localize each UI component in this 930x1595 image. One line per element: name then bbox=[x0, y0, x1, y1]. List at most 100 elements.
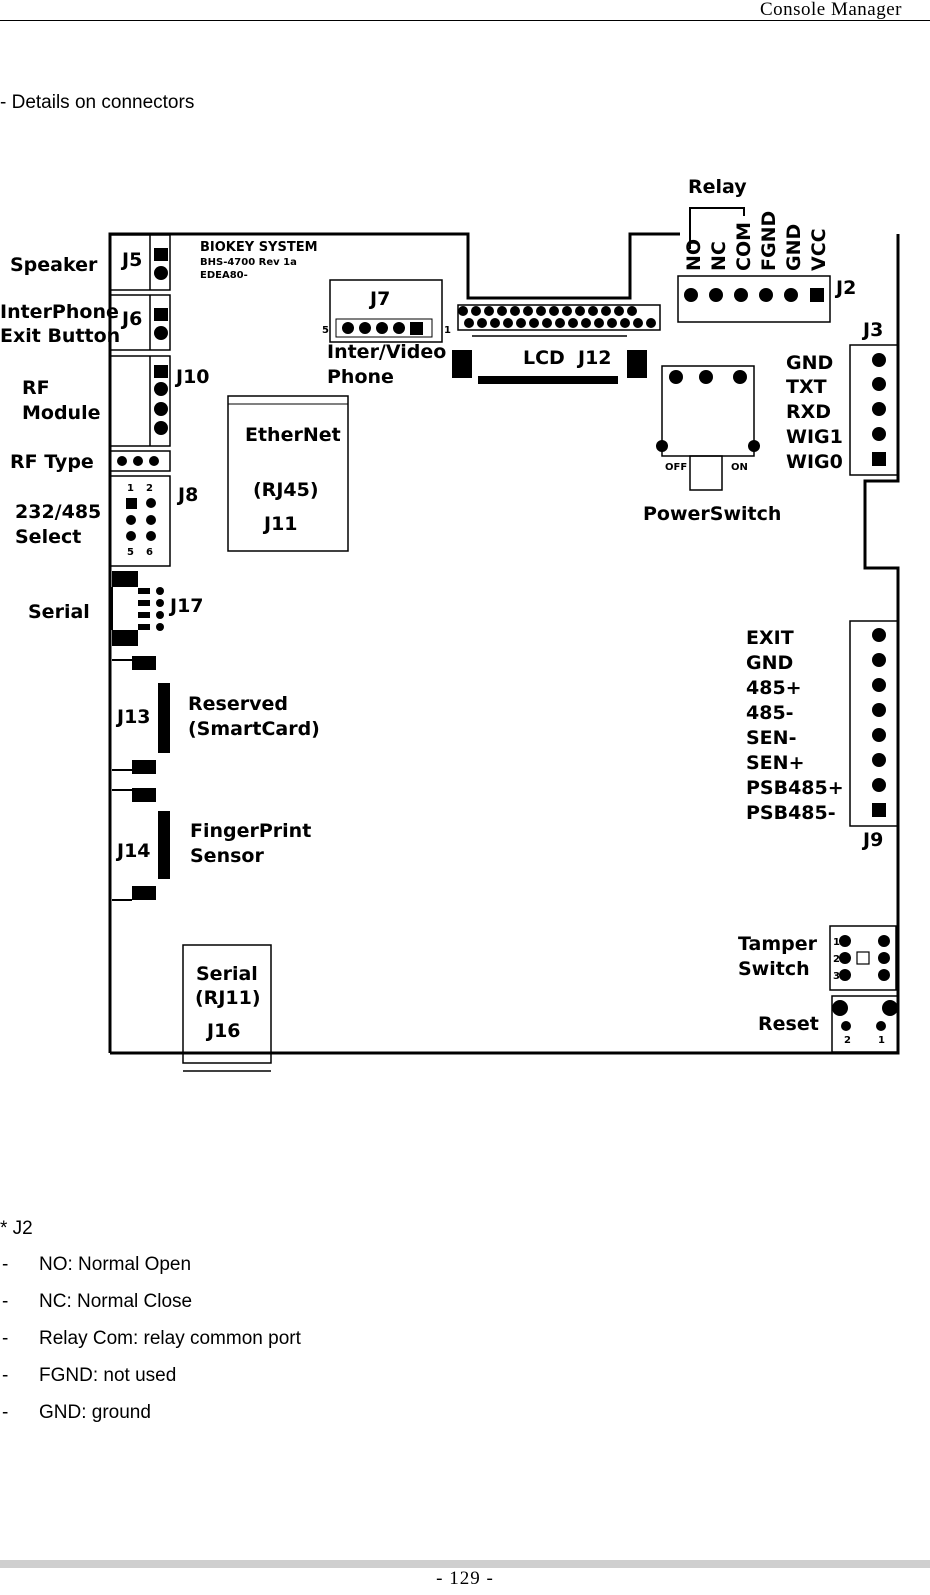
relay-bracket bbox=[689, 207, 745, 249]
j9-pin-psb485m: PSB485- bbox=[746, 802, 836, 824]
serial-label: Serial bbox=[28, 601, 90, 623]
select-label: Select bbox=[15, 526, 81, 548]
module-label: Module bbox=[22, 402, 101, 424]
header-title: Console Manager bbox=[759, 0, 902, 20]
relay-pin-gnd: GND bbox=[783, 224, 805, 271]
j3-pin-txt: TXT bbox=[786, 376, 827, 398]
note-text: GND: ground bbox=[39, 1402, 151, 1423]
j7-label: J7 bbox=[368, 288, 390, 310]
inter-video-label: Inter/Video bbox=[327, 341, 446, 363]
j9-pin-senm: SEN- bbox=[746, 727, 796, 749]
j8-label: J8 bbox=[176, 484, 198, 506]
j10-label: J10 bbox=[174, 366, 210, 388]
power-on-label: ON bbox=[731, 462, 748, 473]
j9-pin-exit: EXIT bbox=[746, 627, 794, 649]
ethernet-label: EtherNet bbox=[245, 424, 341, 446]
j12-label: J12 bbox=[576, 347, 612, 369]
interphone-label: InterPhone bbox=[0, 301, 119, 323]
section-title: - Details on connectors bbox=[0, 92, 195, 113]
j6-label: J6 bbox=[120, 308, 142, 330]
j3-connector bbox=[849, 344, 899, 476]
note-item: - GND: ground bbox=[0, 1402, 301, 1439]
j5-connector bbox=[109, 234, 171, 291]
code-label: EDEA80- bbox=[200, 270, 248, 281]
lcd-connector bbox=[452, 304, 661, 384]
page-header: Console Manager bbox=[0, 0, 930, 21]
j14-label: J14 bbox=[115, 840, 151, 862]
relay-pin-vcc: VCC bbox=[808, 228, 830, 271]
j9-pin-485m: 485- bbox=[746, 702, 794, 724]
j8-pin-2: 2 bbox=[146, 483, 153, 494]
switch-label: Switch bbox=[738, 958, 810, 980]
serial-rj11-label-a: Serial bbox=[196, 963, 258, 985]
power-switch-label: PowerSwitch bbox=[643, 503, 781, 525]
note-text: NO: Normal Open bbox=[39, 1254, 192, 1275]
footer-bar bbox=[0, 1560, 930, 1568]
serial-rj11-connector bbox=[182, 944, 272, 1064]
reset-button bbox=[831, 995, 899, 1053]
reserved-label: Reserved bbox=[188, 693, 288, 715]
j7-pin-left: 5 bbox=[322, 325, 329, 336]
note-dash: - bbox=[2, 1365, 9, 1386]
exit-button-label: Exit Button bbox=[0, 325, 120, 347]
j9-pin-senp: SEN+ bbox=[746, 752, 804, 774]
j8-connector bbox=[109, 475, 171, 567]
rj45-label: (RJ45) bbox=[253, 479, 319, 501]
note-text: NC: Normal Close bbox=[39, 1291, 193, 1312]
j6-connector bbox=[109, 294, 171, 351]
relay-pin-fgnd: FGND bbox=[758, 211, 780, 271]
j9-label: J9 bbox=[861, 829, 883, 851]
brand-label: BIOKEY SYSTEM bbox=[200, 240, 318, 255]
j2-header bbox=[677, 275, 831, 323]
j8-pin-1: 1 bbox=[127, 483, 134, 494]
note-dash: - bbox=[2, 1291, 9, 1312]
rf-type-label: RF Type bbox=[10, 451, 94, 473]
j7-pin-right: 1 bbox=[444, 325, 451, 336]
j3-pin-wig1: WIG1 bbox=[786, 426, 843, 448]
j3-pin-labels: GND TXT RXD WIG1 WIG0 bbox=[786, 352, 843, 473]
relay-pin-no: NO bbox=[683, 239, 705, 271]
j11-label: J11 bbox=[262, 513, 298, 535]
reset-label: Reset bbox=[758, 1013, 819, 1035]
j2-notes: * J2 - NO: Normal Open - NC: Normal Clos… bbox=[0, 1218, 301, 1439]
note-text: FGND: not used bbox=[39, 1365, 177, 1386]
note-item: - NO: Normal Open bbox=[0, 1254, 301, 1291]
j17-label: J17 bbox=[168, 595, 204, 617]
sel232-label: 232/485 bbox=[15, 501, 101, 523]
j13-label: J13 bbox=[115, 706, 151, 728]
reset-pin-1: 1 bbox=[878, 1035, 885, 1046]
j8-pin-5: 5 bbox=[127, 547, 134, 558]
model-label: BHS-4700 Rev 1a bbox=[200, 257, 297, 268]
j10-connector bbox=[109, 355, 171, 447]
j13-connector bbox=[112, 656, 170, 774]
j3-pin-wig0: WIG0 bbox=[786, 451, 843, 473]
note-text: Relay Com: relay common port bbox=[39, 1328, 301, 1349]
tamper-pin-1: 1 bbox=[833, 937, 840, 948]
notes-heading: * J2 bbox=[0, 1218, 33, 1239]
board-outline bbox=[108, 232, 900, 1055]
j2-label: J2 bbox=[834, 277, 856, 299]
sensor-label: Sensor bbox=[190, 845, 264, 867]
relay-label: Relay bbox=[688, 178, 747, 198]
power-off-label: OFF bbox=[665, 462, 687, 473]
j9-pin-labels: EXIT GND 485+ 485- SEN- SEN+ PSB485+ PSB… bbox=[746, 627, 844, 824]
relay-pin-nc: NC bbox=[708, 241, 730, 271]
j5-label: J5 bbox=[120, 249, 142, 271]
note-item: - NC: Normal Close bbox=[0, 1291, 301, 1328]
relay-pin-com: COM bbox=[733, 222, 755, 271]
lcd-pins bbox=[458, 306, 656, 328]
rf-type-jumper bbox=[109, 450, 171, 472]
j3-pin-rxd: RXD bbox=[786, 401, 831, 423]
page-number: - 129 - bbox=[436, 1568, 494, 1589]
smartcard-label: (SmartCard) bbox=[188, 718, 320, 740]
ethernet-connector bbox=[227, 395, 349, 552]
note-dash: - bbox=[2, 1402, 9, 1423]
j9-pin-485p: 485+ bbox=[746, 677, 802, 699]
tamper-switch bbox=[829, 925, 897, 991]
lcd-label: LCD bbox=[523, 347, 565, 369]
reset-pin-2: 2 bbox=[844, 1035, 851, 1046]
j7-connector bbox=[329, 279, 443, 343]
j2-pins bbox=[684, 288, 824, 302]
tamper-pin-2: 2 bbox=[833, 954, 840, 965]
tamper-pin-3: 3 bbox=[833, 971, 840, 982]
